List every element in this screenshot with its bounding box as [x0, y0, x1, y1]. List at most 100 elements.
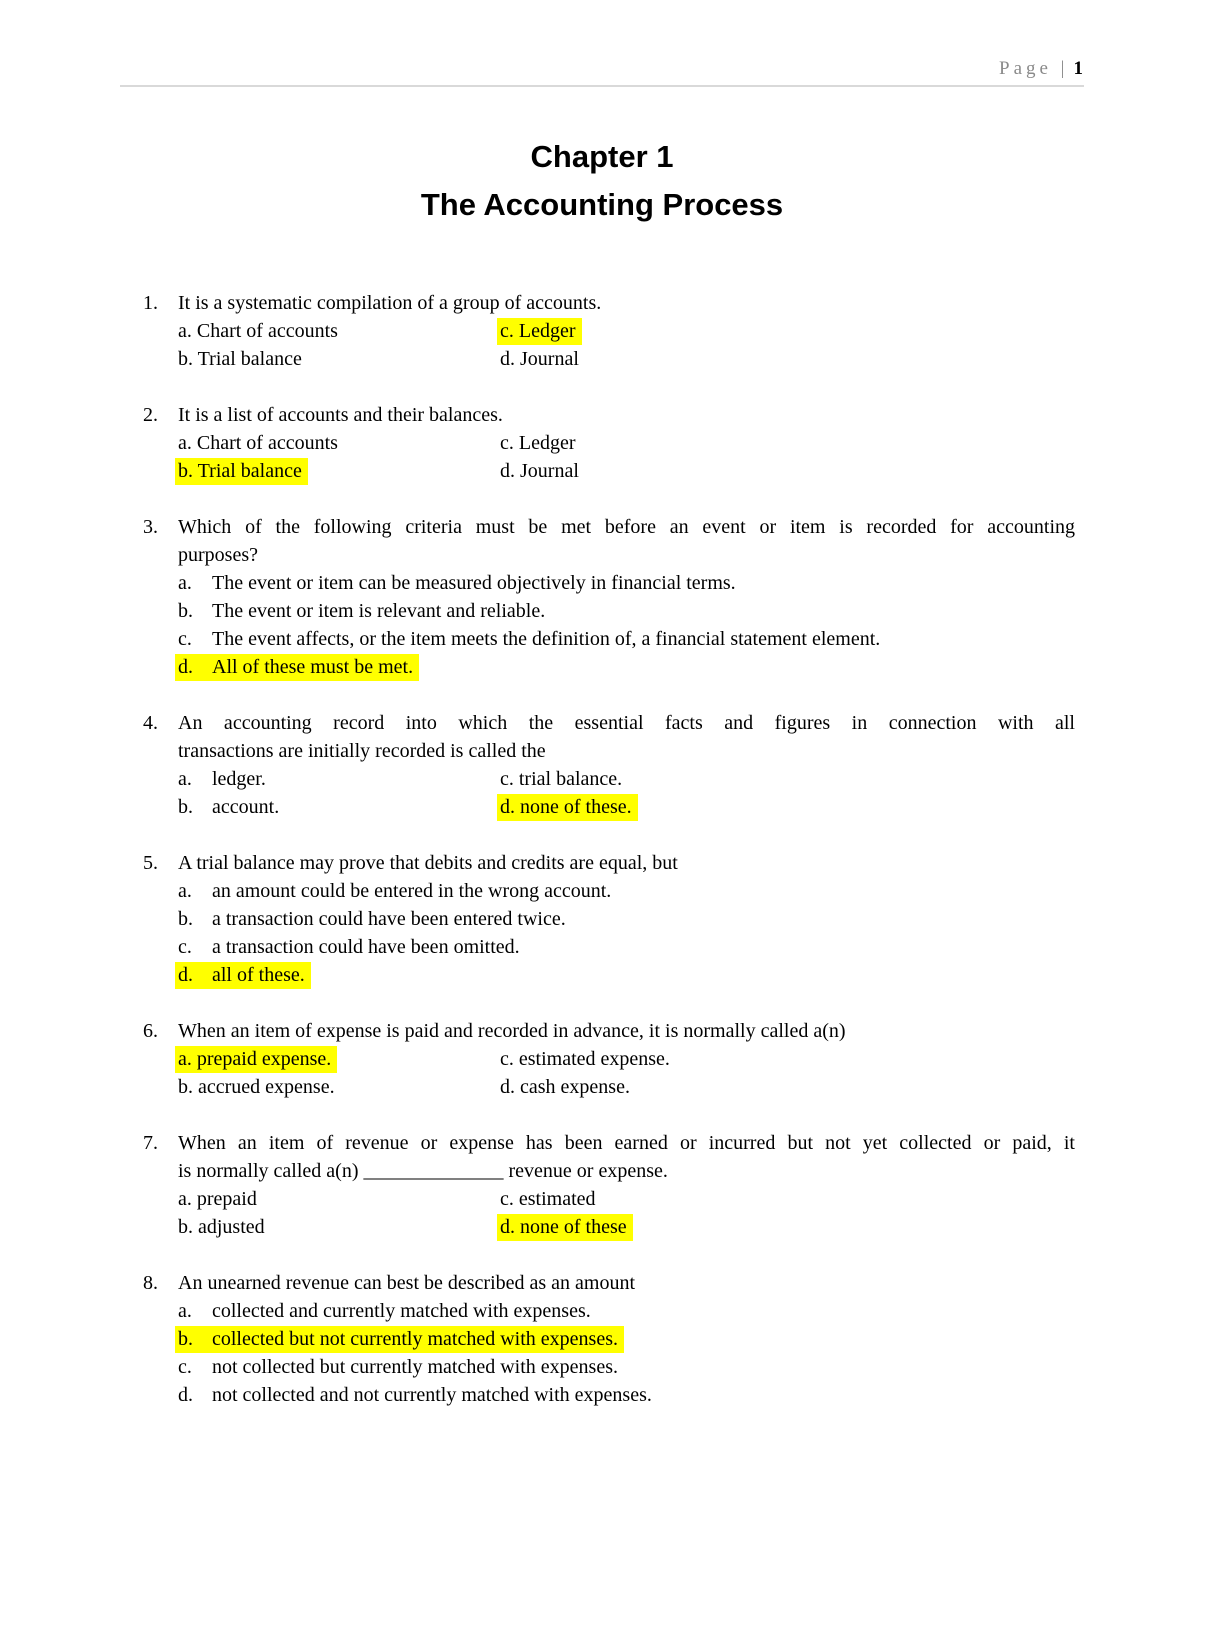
option-letter: b. — [178, 600, 193, 622]
option-letter: c. — [178, 1356, 192, 1378]
question: 5. A trial balance may prove that debits … — [143, 849, 1075, 989]
question-stem-line: When an item of revenue or expense has b… — [178, 1132, 1075, 1154]
question-stem-line: An accounting record into which the esse… — [178, 712, 1075, 734]
question-number: 5. — [143, 852, 158, 874]
questions: 1. It is a systematic compilation of a gr… — [143, 289, 1075, 1409]
question-number: 2. — [143, 404, 158, 426]
option-cell: c. estimated expense. — [500, 1045, 1075, 1073]
answer-option: c. estimated expense. — [500, 1048, 670, 1070]
option-cell: b. Trial balance — [178, 345, 500, 373]
question-stem-line: When an item of expense is paid and reco… — [178, 1020, 846, 1042]
answer-option: a.collected and currently matched with e… — [178, 1300, 591, 1322]
question-number: 6. — [143, 1020, 158, 1042]
answer-option-highlighted: d.All of these must be met. — [175, 654, 420, 681]
option-cell: b. accrued expense. — [178, 1073, 500, 1101]
answer-option: b. accrued expense. — [178, 1076, 335, 1098]
option-cell: b. adjusted — [178, 1213, 500, 1241]
question-stem-line: It is a list of accounts and their balan… — [178, 404, 503, 426]
answer-option: c. trial balance. — [500, 768, 623, 790]
option-row: b. accrued expense. d. cash expense. — [178, 1073, 1075, 1101]
option-cell: c. estimated — [500, 1185, 1075, 1213]
option-cell: d. Journal — [500, 457, 1075, 485]
answer-option: c.not collected but currently matched wi… — [178, 1356, 618, 1378]
option-line: c.a transaction could have been omitted. — [178, 933, 1075, 961]
option-cell: a. Chart of accounts — [178, 317, 500, 345]
answer-option: b.account. — [178, 796, 279, 818]
question-number: 1. — [143, 292, 158, 314]
option-letter: a. — [178, 1300, 192, 1322]
answer-option: d.not collected and not currently matche… — [178, 1384, 652, 1406]
question: 8. An unearned revenue can best be descri… — [143, 1269, 1075, 1409]
question-number: 3. — [143, 516, 158, 538]
question: 1. It is a systematic compilation of a gr… — [143, 289, 1075, 373]
answer-option: d. Journal — [500, 348, 579, 370]
answer-option-highlighted: d. none of these. — [497, 794, 638, 821]
page-header-label: Page | — [999, 58, 1069, 79]
answer-option: c. estimated — [500, 1188, 596, 1210]
chapter-title: Chapter 1 — [530, 139, 674, 174]
answer-option: c. Ledger — [500, 432, 576, 454]
document-title: Chapter 1 The Accounting Process — [120, 133, 1084, 229]
question-stem-line: Which of the following criteria must be … — [178, 516, 1075, 538]
option-line: b.a transaction could have been entered … — [178, 905, 1075, 933]
answer-option-highlighted: a. prepaid expense. — [175, 1046, 338, 1073]
answer-option: b. adjusted — [178, 1216, 265, 1238]
option-line: b.collected but not currently matched wi… — [175, 1325, 1075, 1353]
question: 2. It is a list of accounts and their bal… — [143, 401, 1075, 485]
question: 6. When an item of expense is paid and re… — [143, 1017, 1075, 1101]
option-cell: c. Ledger — [500, 429, 1075, 457]
option-line: a.The event or item can be measured obje… — [178, 569, 1075, 597]
answer-option-highlighted: b. Trial balance — [175, 458, 308, 485]
question-number: 4. — [143, 712, 158, 734]
answer-option: a. Chart of accounts — [178, 432, 338, 454]
answer-option: b.a transaction could have been entered … — [178, 908, 566, 930]
question: 4. An accounting record into which the es… — [143, 709, 1075, 821]
option-cell: a. Chart of accounts — [178, 429, 500, 457]
option-row: a. prepaid c. estimated — [178, 1185, 1075, 1213]
answer-option: a.ledger. — [178, 768, 266, 790]
option-letter: b. — [178, 1328, 193, 1350]
page-number: 1 — [1073, 58, 1084, 79]
option-cell: b. Trial balance — [175, 457, 500, 485]
page-header: Page |1 — [120, 57, 1084, 87]
question-stem-line: It is a systematic compilation of a grou… — [178, 292, 602, 314]
option-letter: c. — [178, 936, 192, 958]
option-row: a. prepaid expense. c. estimated expense. — [175, 1045, 1075, 1073]
answer-option: a.an amount could be entered in the wron… — [178, 880, 611, 902]
option-line: a.collected and currently matched with e… — [178, 1297, 1075, 1325]
answer-option-highlighted: c. Ledger — [497, 318, 582, 345]
question-number: 8. — [143, 1272, 158, 1294]
answer-option: a. prepaid — [178, 1188, 257, 1210]
answer-option: c.a transaction could have been omitted. — [178, 936, 520, 958]
answer-option: d. Journal — [500, 460, 579, 482]
answer-option-highlighted: d.all of these. — [175, 962, 311, 989]
answer-option: a.The event or item can be measured obje… — [178, 572, 736, 594]
question-stem-line: An unearned revenue can best be describe… — [178, 1272, 636, 1294]
option-letter: b. — [178, 908, 193, 930]
option-cell: a.ledger. — [178, 765, 500, 793]
option-line: c.The event affects, or the item meets t… — [178, 625, 1075, 653]
option-row: a. Chart of accounts c. Ledger — [178, 429, 1075, 457]
option-cell: c. Ledger — [497, 317, 1075, 345]
question-stem-line: purposes? — [178, 544, 258, 566]
question-number: 7. — [143, 1132, 158, 1154]
answer-option: b.The event or item is relevant and reli… — [178, 600, 545, 622]
option-row: b. Trial balance d. Journal — [175, 457, 1075, 485]
question-stem-line: transactions are initially recorded is c… — [178, 740, 546, 762]
question-stem-line: A trial balance may prove that debits an… — [178, 852, 678, 874]
option-line: d.all of these. — [175, 961, 1075, 989]
answer-option: d. cash expense. — [500, 1076, 630, 1098]
option-letter: a. — [178, 880, 192, 902]
option-letter: d. — [178, 1384, 193, 1406]
question: 7. When an item of revenue or expense has… — [143, 1129, 1075, 1241]
option-line: c.not collected but currently matched wi… — [178, 1353, 1075, 1381]
option-cell: d. none of these. — [497, 793, 1075, 821]
option-cell: d. cash expense. — [500, 1073, 1075, 1101]
question-stem-line: is normally called a(n) ______________ r… — [178, 1160, 668, 1182]
option-letter: c. — [178, 628, 192, 650]
option-line: a.an amount could be entered in the wron… — [178, 877, 1075, 905]
option-cell: b.account. — [178, 793, 500, 821]
option-cell: a. prepaid — [178, 1185, 500, 1213]
